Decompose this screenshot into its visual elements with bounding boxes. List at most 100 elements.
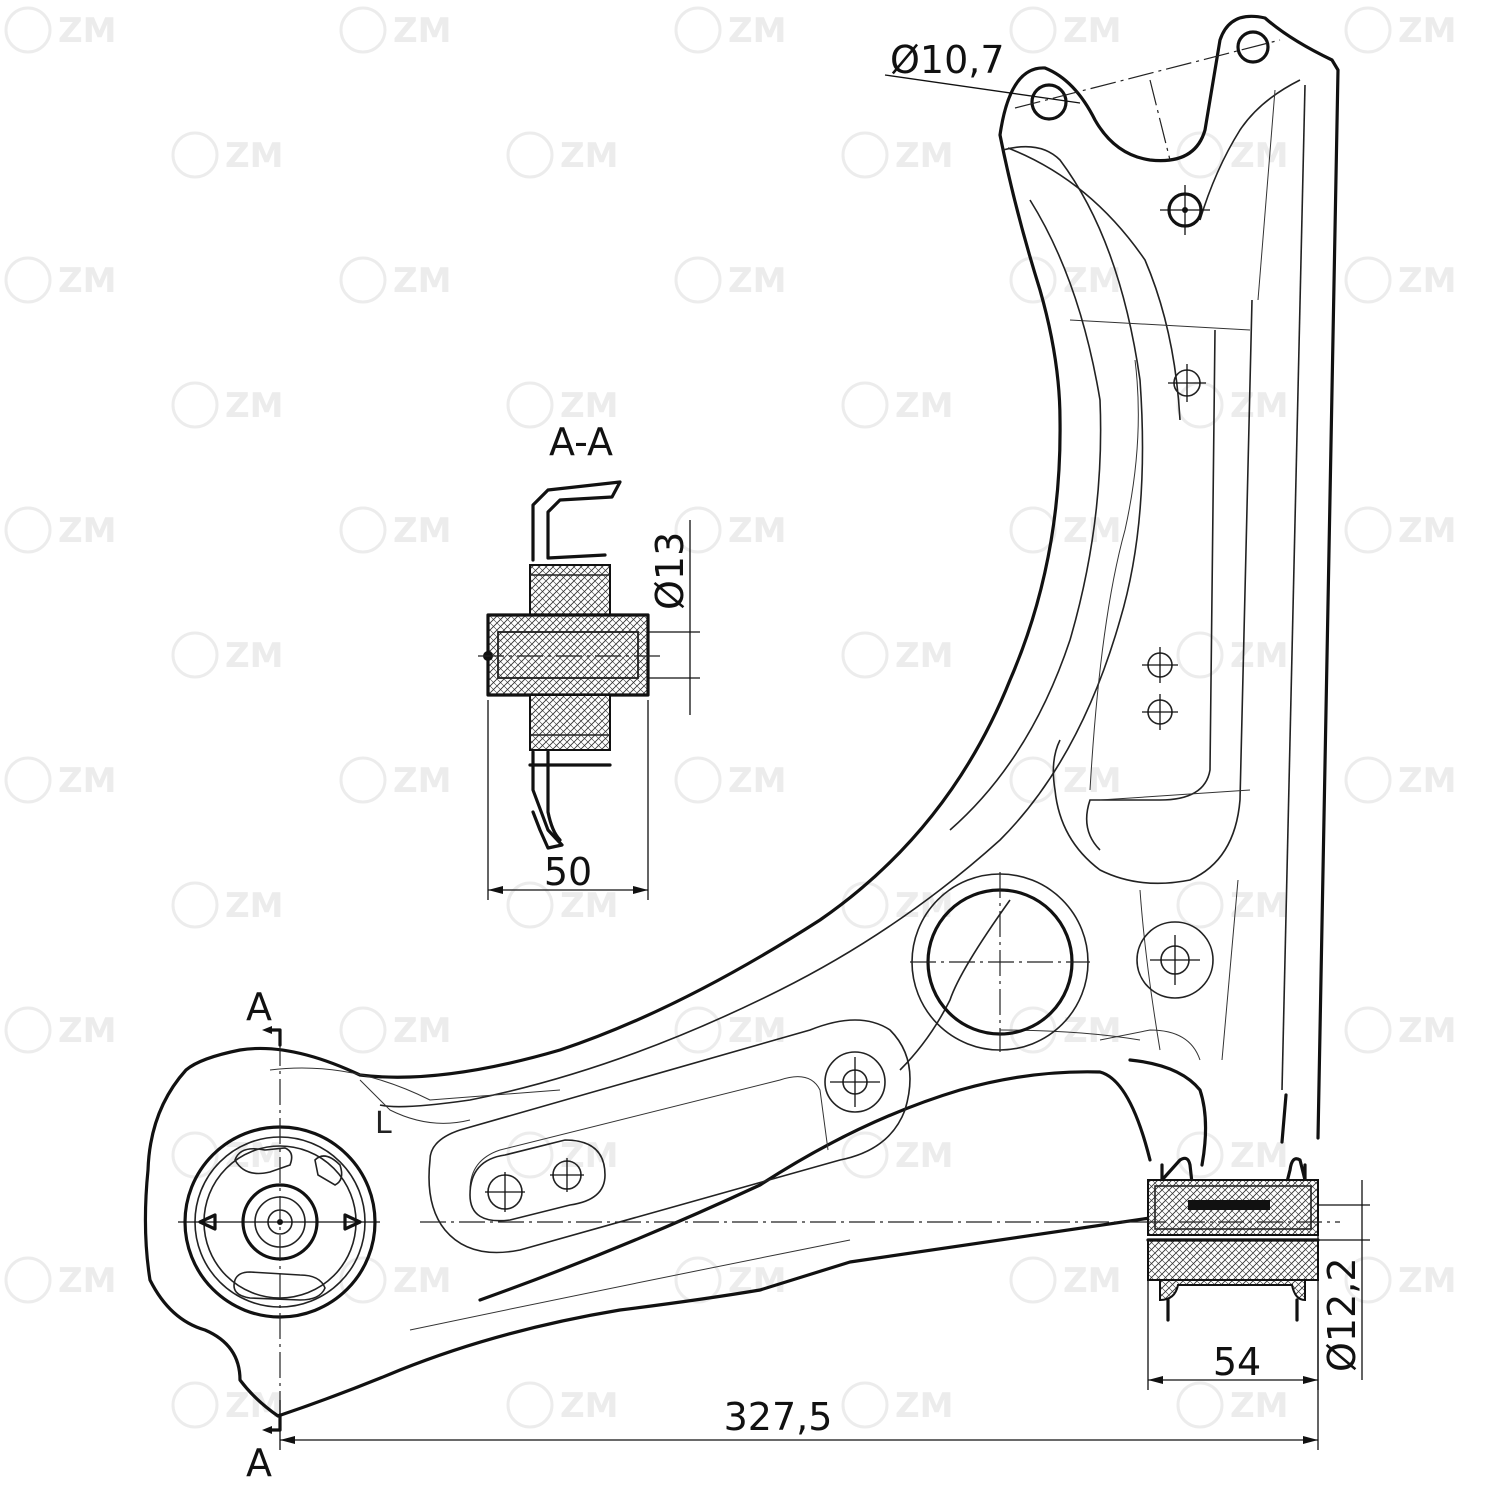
watermark-text: ZM [895,886,954,926]
watermark-logo-icon [674,6,722,54]
watermark-text: ZM [895,1386,954,1426]
watermark-logo-icon [841,881,889,929]
watermark-text: ZM [393,761,452,801]
watermark-text: ZM [58,11,117,51]
watermark-logo-icon [4,506,52,554]
watermark-logo-icon [674,256,722,304]
watermark-text: ZM [1063,761,1122,801]
watermark-text: ZM [1230,1136,1289,1176]
watermark-text: ZM [1230,886,1289,926]
watermark-logo-icon [674,756,722,804]
watermark-logo-icon [1344,756,1392,804]
watermark-text: ZM [58,511,117,551]
ball-joint [178,1040,380,1420]
watermark-logo-icon [506,381,554,429]
watermark-logo-icon [1176,1381,1224,1429]
dim-rear-bushing-length: 54 [1213,1340,1261,1384]
watermark-text: ZM [895,1136,954,1176]
watermark-text: ZM [560,886,619,926]
watermark-logo-icon [339,506,387,554]
watermark-logo-icon [1344,6,1392,54]
watermark-logo-icon [841,131,889,179]
side-mark: L [375,1106,392,1141]
watermark-logo-icon [1176,131,1224,179]
watermark-text: ZM [1398,1261,1457,1301]
watermark-logo-icon [1344,1256,1392,1304]
watermark-logo-icon [1009,256,1057,304]
watermark-logo-icon [1009,6,1057,54]
watermark-logo-icon [171,1131,219,1179]
watermark-text: ZM [1398,761,1457,801]
watermark-logo-icon [171,1381,219,1429]
watermark-text: ZM [225,1136,284,1176]
watermark-text: ZM [1230,136,1289,176]
watermark-logo-icon [506,131,554,179]
lower-arm-holes [469,1051,886,1222]
watermark-logo-icon [4,756,52,804]
watermark-text: ZM [728,11,787,51]
watermark-text: ZM [1398,261,1457,301]
watermark-logo-icon [171,381,219,429]
watermark-text: ZM [225,1386,284,1426]
watermark-logo-icon [674,506,722,554]
watermark-logo-icon [1176,631,1224,679]
watermark-text: ZM [1063,11,1122,51]
watermark-layer: ZM ZM ZM ZM ZM ZM ZM ZM ZM ZM ZM ZM ZM ZM ZM ZM ZM ZM ZM ZM… [4,6,1457,1429]
watermark-text: ZM [1398,1011,1457,1051]
watermark-text: ZM [728,511,787,551]
watermark-logo-icon [1176,1131,1224,1179]
watermark-logo-icon [1176,881,1224,929]
watermark-logo-icon [841,1381,889,1429]
watermark-logo-icon [171,881,219,929]
watermark-text: ZM [1063,1261,1122,1301]
watermark-logo-icon [339,1006,387,1054]
section-a-a: A-A [478,420,660,850]
watermark-text: ZM [728,761,787,801]
watermark-logo-icon [1009,1256,1057,1304]
watermark-text: ZM [560,1386,619,1426]
watermark-text: ZM [58,1261,117,1301]
watermark-logo-icon [1344,256,1392,304]
watermark-logo-icon [4,1256,52,1304]
top-bracket-holes [1014,30,1281,730]
watermark-logo-icon [4,256,52,304]
section-title: A-A [549,420,613,464]
watermark-logo-icon [841,631,889,679]
watermark-text: ZM [58,261,117,301]
watermark-logo-icon [339,256,387,304]
watermark-logo-icon [674,1006,722,1054]
watermark-logo-icon [4,6,52,54]
watermark-logo-icon [841,381,889,429]
watermark-text: ZM [1398,11,1457,51]
watermark-text: ZM [895,386,954,426]
arm-inner-contours [269,79,1306,1331]
watermark-logo-icon [171,631,219,679]
watermark-logo-icon [1344,506,1392,554]
watermark-text: ZM [393,511,452,551]
watermark-text: ZM [1230,386,1289,426]
watermark-text: ZM [225,636,284,676]
dim-bushing-inner: Ø13 [648,532,692,610]
watermark-logo-icon [1176,381,1224,429]
center-lightening-hole [910,872,1214,1052]
watermark-logo-icon [506,1381,554,1429]
watermark-text: ZM [1230,636,1289,676]
watermark-text: ZM [393,11,452,51]
watermark-text: ZM [895,636,954,676]
dim-overall-length: 327,5 [724,1395,833,1439]
watermark-logo-icon [506,1131,554,1179]
section-marker-upper: A [246,985,272,1029]
watermark-text: ZM [225,386,284,426]
watermark-text: ZM [895,136,954,176]
rear-bushing [420,1156,1340,1322]
watermark-logo-icon [339,1256,387,1304]
watermark-logo-icon [506,881,554,929]
watermark-logo-icon [171,131,219,179]
watermark-text: ZM [393,261,452,301]
section-markers: A A [246,985,282,1485]
watermark-text: ZM [393,1261,452,1301]
dim-rear-bushing-inner: Ø12,2 [1320,1257,1364,1372]
watermark-logo-icon [1344,1006,1392,1054]
watermark-text: ZM [393,1011,452,1051]
